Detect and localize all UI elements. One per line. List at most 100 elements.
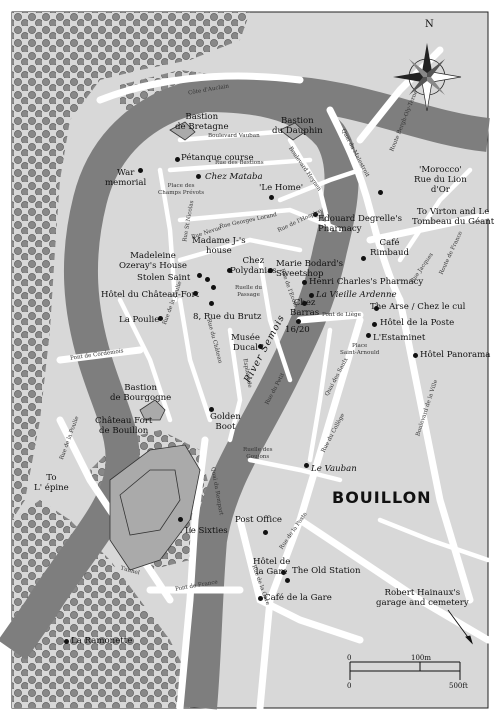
road-rue-nevue bbox=[177, 237, 303, 263]
bastion-bourgogne-shape bbox=[139, 399, 166, 421]
road-boulevard-heynen bbox=[287, 137, 333, 233]
marker-le-sixties bbox=[178, 517, 183, 522]
road-quai-saulx bbox=[307, 327, 333, 463]
label-old-station: The Old Station bbox=[292, 566, 361, 576]
label-chez-polydanias: Chez Polydanias bbox=[230, 256, 277, 276]
label-golden-boot: Golden Boot bbox=[210, 412, 241, 432]
marker-old-station bbox=[285, 578, 290, 583]
label-cafe-rimbaud: Café Rimbaud bbox=[370, 238, 410, 258]
road-to-virton bbox=[366, 211, 492, 244]
label-cafe-gare: Café de la Gare bbox=[264, 593, 332, 603]
label-le-vauban: Le Vauban bbox=[311, 464, 357, 474]
road-rue-st-nicolas bbox=[157, 167, 178, 303]
marker-cafe-rimbaud bbox=[361, 256, 366, 261]
label-16-20: 16/20 bbox=[285, 325, 310, 335]
label-estaminet: L'Estaminet bbox=[373, 333, 426, 343]
scale-bar bbox=[349, 661, 461, 680]
marker-madeleine bbox=[197, 273, 202, 278]
label-bastion-bretagne: Bastion de Bretagne bbox=[175, 112, 229, 132]
road-pont-liege bbox=[296, 311, 364, 324]
marker-stolen-saint bbox=[211, 285, 216, 290]
marker-degrelle bbox=[313, 212, 318, 217]
river-semois-east bbox=[183, 78, 359, 710]
road-rue-chateau bbox=[177, 297, 213, 423]
label-hotel-chateau: Hôtel du Château-Fort bbox=[101, 290, 200, 300]
marker-marie-bodard bbox=[268, 268, 273, 273]
label-madame-j: Madame J-'s house bbox=[192, 236, 246, 256]
marker-madame-j bbox=[205, 277, 210, 282]
road-rue-jacques bbox=[397, 167, 473, 263]
marker-post-office bbox=[263, 530, 268, 535]
street-pont-liege: Pont de Liège bbox=[322, 312, 361, 318]
marker-hotel-chateau bbox=[193, 291, 198, 296]
town-name: BOUILLON bbox=[332, 488, 432, 507]
label-le-home: 'Le Home' bbox=[259, 183, 304, 193]
marker-rue-brutz bbox=[209, 301, 214, 306]
marker-chez-mataba bbox=[196, 174, 201, 179]
street-rue-bastions: Rue des Bastions bbox=[215, 160, 264, 166]
road-rue-gare bbox=[236, 516, 364, 644]
marker-war-memorial bbox=[138, 168, 143, 173]
street-place-champs: Place des Champs Prévots bbox=[158, 183, 205, 196]
label-marie-bodard: Marie Bodard's Sweetshop bbox=[276, 259, 344, 279]
label-war-memorial: War memorial bbox=[105, 168, 147, 188]
marker-henri-charles bbox=[302, 280, 307, 285]
road-south-east bbox=[377, 517, 491, 563]
bastion-bretagne-shape bbox=[169, 121, 196, 141]
scale-500ft: 500ft bbox=[449, 682, 468, 690]
road-esplanade bbox=[227, 327, 243, 443]
label-degrelle: Edouard Degrelle's Pharmacy bbox=[318, 214, 402, 234]
chateau-fort-building bbox=[109, 444, 201, 571]
road-rue-poste bbox=[296, 516, 492, 644]
compass-rose bbox=[393, 43, 462, 112]
road-ruelle-goujons bbox=[247, 457, 343, 483]
woods-northwest bbox=[12, 12, 250, 520]
street-boulevard-vauban: Boulevard Vauban bbox=[208, 133, 260, 139]
scale-100m: 100m bbox=[411, 654, 431, 662]
marker-musee-ducal bbox=[258, 344, 263, 349]
label-stolen-saint: Stolen Saint bbox=[137, 273, 191, 283]
label-the-arse: The Arse / Chez le cul bbox=[370, 302, 466, 312]
compass-north-label: N bbox=[425, 19, 434, 30]
marker-morocco bbox=[378, 190, 383, 195]
marker-la-poulie bbox=[158, 316, 163, 321]
woods-southwest bbox=[12, 500, 190, 708]
marker-chez-barras bbox=[302, 301, 307, 306]
road-rue-ecole bbox=[257, 257, 293, 383]
label-hotel-poste: Hôtel de la Poste bbox=[380, 318, 455, 328]
marker-cafe-gare bbox=[258, 596, 263, 601]
marker-chez-polydanias bbox=[227, 268, 232, 273]
label-to-virton: To Virton and Le Tombeau du Géant bbox=[412, 207, 495, 227]
road-rue-bastions bbox=[167, 157, 313, 173]
marker-hotel-panorama bbox=[413, 353, 418, 358]
label-bastion-dauphin: Bastion du Dauphin bbox=[272, 116, 323, 136]
marker-hotel-gare bbox=[281, 570, 286, 575]
marker-16-20 bbox=[296, 319, 301, 324]
road-quai-malestroit bbox=[326, 106, 404, 304]
marker-le-home bbox=[269, 195, 274, 200]
label-la-poulie: La Poulie bbox=[119, 315, 160, 325]
marker-the-arse bbox=[374, 306, 379, 311]
label-post-office: Post Office bbox=[235, 515, 283, 525]
scale-zero-ft: 0 bbox=[347, 682, 352, 690]
road-boulevard-vauban bbox=[177, 127, 303, 143]
arrow-hainaux bbox=[447, 609, 473, 645]
road-rue-poulie bbox=[117, 297, 173, 423]
label-hotel-gare: Hôtel de la Gare bbox=[253, 557, 291, 577]
marker-petanque bbox=[175, 157, 180, 162]
street-ruelle-passage: Ruelle du Passage bbox=[235, 285, 262, 298]
road-rue-georges bbox=[177, 207, 343, 233]
label-to-epine: To L' épine bbox=[34, 473, 69, 493]
marker-la-ramonette bbox=[64, 639, 69, 644]
marker-hotel-poste bbox=[372, 322, 377, 327]
label-hotel-panorama: Hôtel Panorama bbox=[420, 350, 491, 360]
label-bastion-bourgogne: Bastion de Bourgogne bbox=[110, 383, 172, 403]
label-madeleine: Madeleine Ozeray's House bbox=[119, 251, 187, 271]
scale-zero-m: 0 bbox=[347, 654, 352, 662]
label-henri-charles: Henri Charles's Pharmacy bbox=[309, 277, 424, 287]
road-pont-cordemois bbox=[56, 346, 144, 364]
marker-estaminet bbox=[366, 333, 371, 338]
marker-le-vauban bbox=[304, 463, 309, 468]
label-hainaux: Robert Hainaux's garage and cemetery bbox=[376, 588, 469, 608]
